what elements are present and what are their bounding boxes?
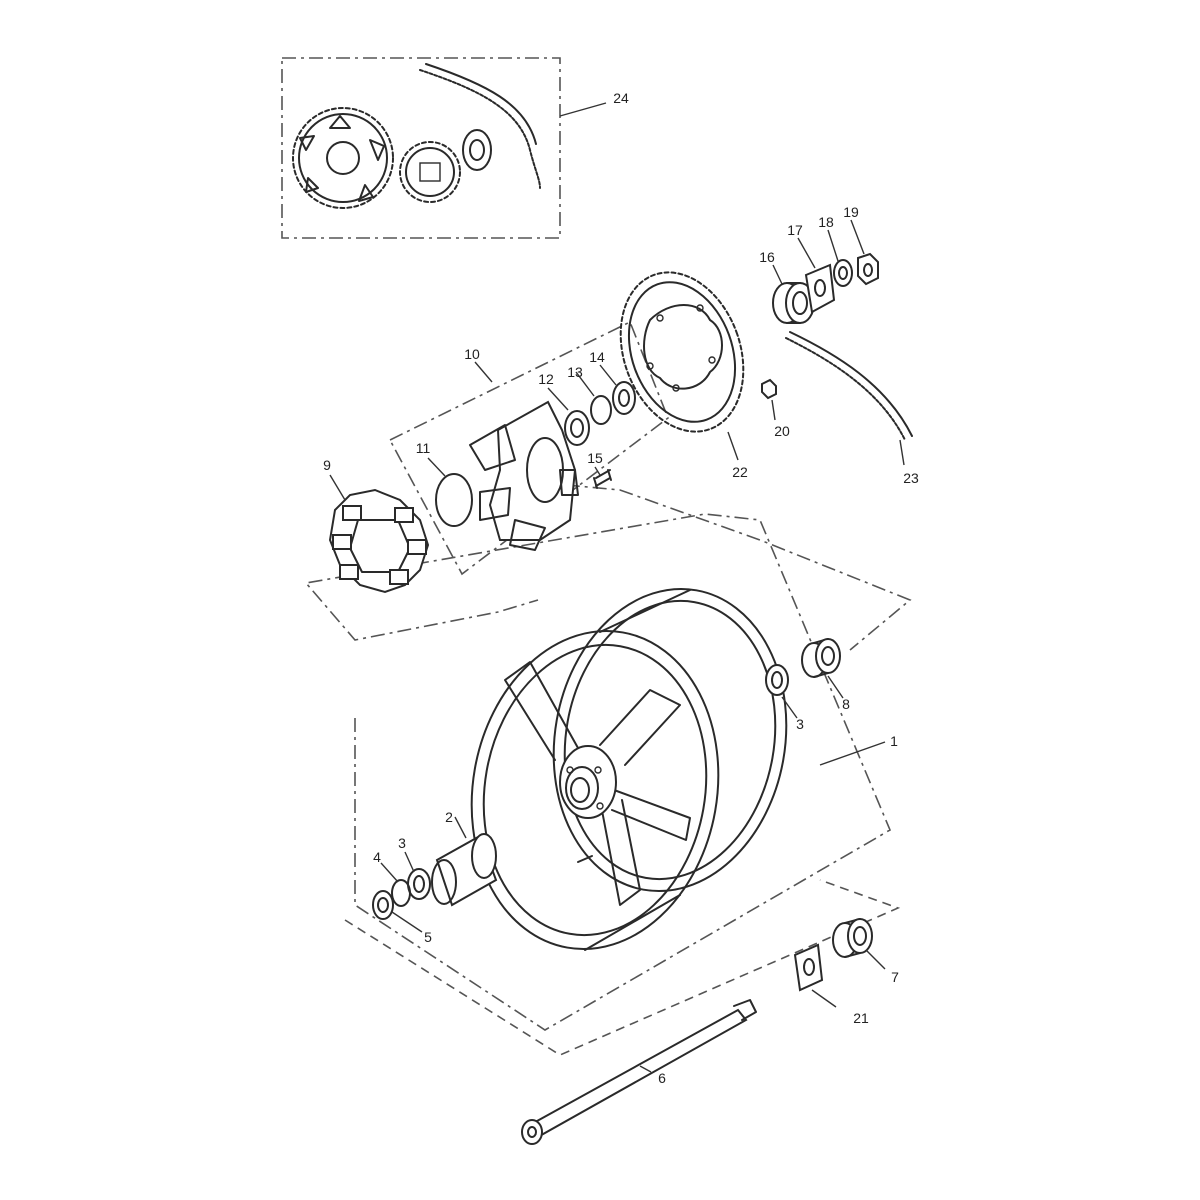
bearing-seal [612, 381, 636, 415]
kit-front-sprocket [399, 141, 461, 203]
drive-chain-kit-group [281, 57, 561, 239]
callout-17: 17 [787, 222, 803, 238]
axle-spacer-left [832, 918, 873, 958]
hub-mount-outline [511, 479, 912, 651]
cush-drive-rubbers [328, 488, 430, 594]
callout-8: 8 [842, 696, 850, 712]
wheel-bearing-right [765, 664, 789, 696]
callout-4: 4 [373, 849, 381, 865]
wheel-spacer-tube [431, 833, 498, 907]
dowel-pin [593, 469, 612, 489]
callout-6: 6 [658, 1070, 666, 1086]
callout-24: 24 [613, 90, 629, 106]
callout-9: 9 [323, 457, 331, 473]
axle-spacer-right [772, 282, 815, 324]
callout-19: 19 [843, 204, 859, 220]
drive-chain [785, 337, 906, 441]
rear-axle [521, 999, 757, 1145]
callout-23: 23 [903, 470, 919, 486]
callout-3-left: 3 [398, 835, 406, 851]
cush-drive-hub [469, 400, 579, 551]
callout-1: 1 [890, 733, 898, 749]
callout-2: 2 [445, 809, 453, 825]
callout-13: 13 [567, 364, 583, 380]
kit-washer [462, 129, 492, 171]
wheel-circlip [391, 879, 411, 907]
callout-18: 18 [818, 214, 834, 230]
callout-7: 7 [891, 969, 899, 985]
wheel-bearing-left [407, 868, 431, 900]
wheel-seal [372, 890, 394, 920]
kit-chain [419, 69, 541, 189]
kit-rear-sprocket [292, 107, 394, 209]
chain-adjuster-left [793, 943, 824, 992]
bearing-circlip [590, 395, 612, 425]
axle-washer [833, 259, 853, 287]
rear-wheel [470, 587, 788, 951]
chain-adjuster-plate [804, 263, 836, 314]
callout-12: 12 [538, 371, 554, 387]
callout-3-right: 3 [796, 716, 804, 732]
callout-labels: 1 2 3 3 4 5 6 7 8 9 10 11 12 13 14 15 16… [323, 90, 919, 1086]
callout-5: 5 [424, 929, 432, 945]
callout-11: 11 [416, 440, 431, 456]
wheel-group-outline [304, 513, 892, 1031]
axle-group-outline [344, 879, 901, 1056]
sprocket-nut [761, 378, 777, 400]
callout-14: 14 [589, 349, 605, 365]
axle-nut [857, 252, 879, 286]
callout-22: 22 [732, 464, 748, 480]
hub-o-ring [435, 473, 473, 527]
callout-10: 10 [464, 346, 480, 362]
callout-20: 20 [774, 423, 790, 439]
cush-drive-group [389, 320, 669, 576]
callout-21: 21 [853, 1010, 869, 1026]
wheel-spacer-right [801, 638, 841, 678]
callout-15: 15 [587, 450, 603, 466]
leader-lines [329, 102, 905, 1073]
cush-drive-bearing [564, 410, 590, 446]
callout-16: 16 [759, 249, 775, 265]
rear-sprocket [619, 271, 745, 433]
